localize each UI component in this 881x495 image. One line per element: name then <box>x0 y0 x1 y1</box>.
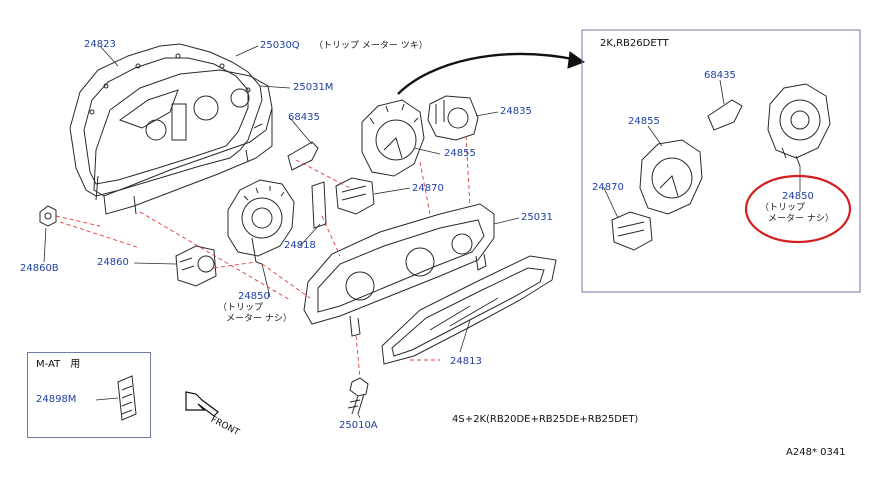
inset-label-24850-note-2: メーター ナシ） <box>768 214 834 224</box>
model-note: 4S+2K(RB20DE+RB25DE+RB25DET) <box>452 414 639 425</box>
label-24850-note-1: （トリップ <box>218 303 264 313</box>
meter-unit-24860-drawing <box>175 245 217 287</box>
cover-24813-drawing <box>381 255 557 365</box>
inset-label-68435: 68435 <box>704 70 736 81</box>
inset-label-24850-note-1: （トリップ <box>760 203 806 213</box>
label-24818: 24818 <box>284 240 316 251</box>
bulb-socket-24860b-drawing <box>39 205 57 227</box>
label-24850-note-2: メーター ナシ） <box>226 314 292 324</box>
strip-24818-drawing <box>311 181 327 229</box>
label-24850: 24850 <box>238 291 270 302</box>
speedometer-24855-drawing <box>361 99 425 177</box>
dashed-guide-lines <box>55 135 471 379</box>
unit-24870-drawing <box>335 177 375 215</box>
gauge-24835-drawing <box>427 95 479 141</box>
leader-lines <box>43 45 801 419</box>
inset-label-24870: 24870 <box>592 182 624 193</box>
inset-label-24850: 24850 <box>782 191 814 202</box>
label-25030q: 25030Q <box>260 40 300 51</box>
highlight-circle <box>744 174 852 244</box>
label-24860: 24860 <box>97 257 129 268</box>
label-24813: 24813 <box>450 356 482 367</box>
inset-tachometer-24850-drawing <box>767 83 831 167</box>
inset-label-24898m: 24898M <box>36 394 77 405</box>
harness-24898m-drawing <box>117 375 137 421</box>
inset-clip-68435-drawing <box>707 99 743 131</box>
inset-mat-box <box>27 352 151 438</box>
label-24860b: 24860B <box>20 263 59 274</box>
label-25030q-note: （トリップ メーター ツキ） <box>314 41 428 51</box>
inset-unit-24870-drawing <box>611 211 653 251</box>
housing-25031-drawing <box>303 203 495 337</box>
label-68435: 68435 <box>288 112 320 123</box>
inset-mat-title: M-AT 用 <box>36 359 81 370</box>
front-arrow-icon <box>185 391 219 417</box>
clip-68435-drawing <box>287 141 319 171</box>
label-24823: 24823 <box>84 39 116 50</box>
label-25010a: 25010A <box>339 420 378 431</box>
transfer-arrowhead <box>567 51 586 69</box>
inset-speedometer-24855-drawing <box>639 139 703 215</box>
label-24835: 24835 <box>500 106 532 117</box>
tachometer-24850-drawing <box>227 179 295 265</box>
transfer-arrow <box>397 52 579 95</box>
gasket-24823-drawing <box>69 43 263 197</box>
screw-25010a-drawing <box>347 377 369 415</box>
label-25031m: 25031M <box>293 82 334 93</box>
inset-right-title: 2K,RB26DETT <box>600 38 669 49</box>
label-24870: 24870 <box>412 183 444 194</box>
inset-label-24855: 24855 <box>628 116 660 127</box>
label-25031: 25031 <box>521 212 553 223</box>
reference-code: A248* 0341 <box>786 447 846 458</box>
label-24855: 24855 <box>444 148 476 159</box>
inset-right-frame <box>581 29 861 293</box>
cluster-body-25030q-drawing <box>93 69 273 215</box>
